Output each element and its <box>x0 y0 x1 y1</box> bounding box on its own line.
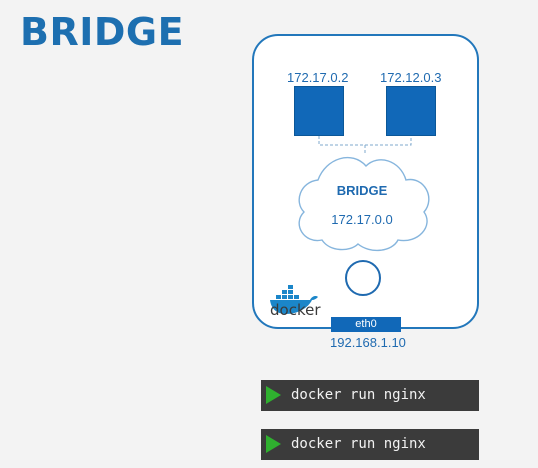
command-terminal-1: docker run nginx <box>261 380 479 411</box>
bridge-cloud <box>298 156 430 251</box>
container-1-ip: 172.17.0.2 <box>287 70 349 85</box>
command-text: docker run nginx <box>291 436 426 452</box>
bridge-ip: 172.17.0.0 <box>331 212 393 227</box>
bridge-links <box>318 136 412 153</box>
container-2 <box>386 86 436 136</box>
container-link-line <box>318 136 412 146</box>
host-port-circle <box>345 260 381 296</box>
eth0-interface: eth0 <box>331 317 401 332</box>
play-icon <box>266 435 281 453</box>
docker-logo-text: docker <box>270 301 321 319</box>
host-ip: 192.168.1.10 <box>330 335 406 350</box>
command-terminal-2: docker run nginx <box>261 429 479 460</box>
container-1 <box>294 86 344 136</box>
page-title: BRIDGE <box>20 10 185 54</box>
docker-whale-icon <box>270 285 318 314</box>
play-icon <box>266 386 281 404</box>
bridge-label: BRIDGE <box>336 183 388 198</box>
container-2-ip: 172.12.0.3 <box>380 70 442 85</box>
command-text: docker run nginx <box>291 387 426 403</box>
